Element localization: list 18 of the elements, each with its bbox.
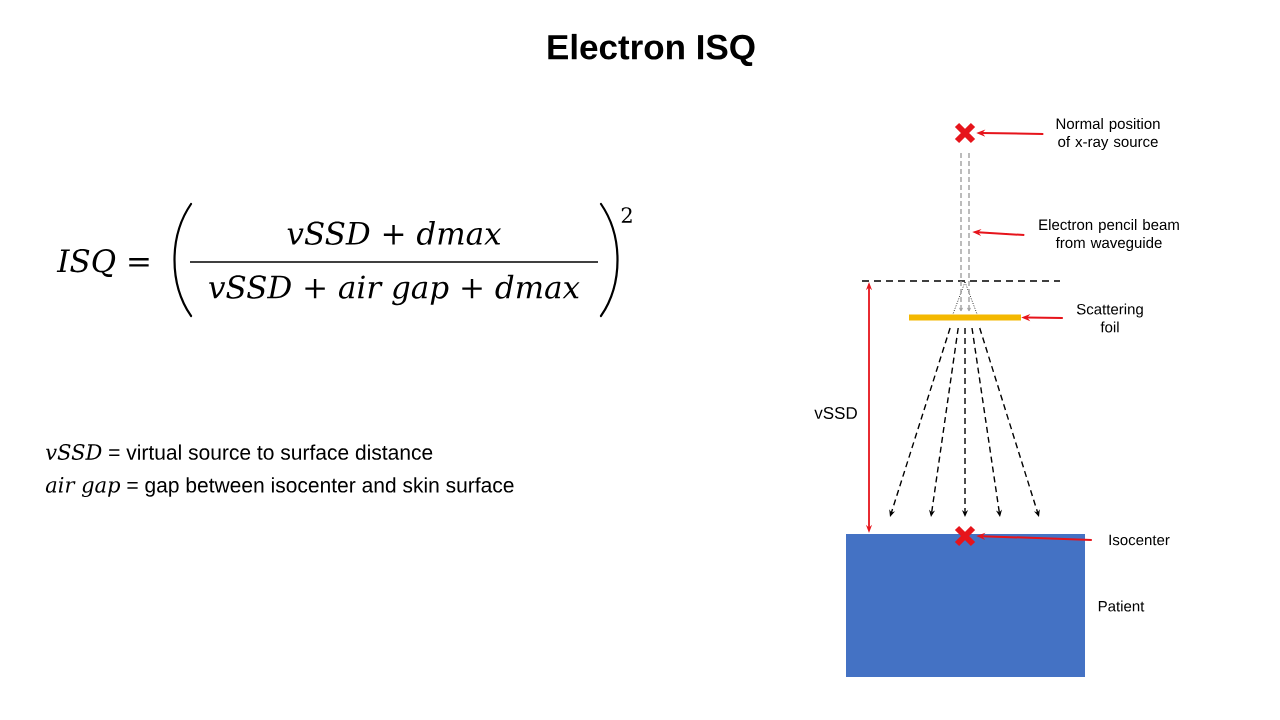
- title: Electron ISQ: [548, 33, 755, 67]
- definition-text: air gap = gap between isocenter and skin surface: [45, 476, 514, 498]
- definition-text: vSSD = virtual source to surface distance: [46, 444, 433, 460]
- callout-label: Electron pencil beam from waveguide: [1039, 219, 1179, 251]
- scattering-foil: [909, 314, 1021, 321]
- pencil-beam: [959, 152, 971, 312]
- source-marker: [954, 122, 976, 144]
- numerator: vSSD + dmax: [287, 221, 502, 245]
- callout-label: Scattering foil: [1076, 303, 1143, 333]
- dimension-label: vSSD: [814, 407, 857, 419]
- exponent: 2: [621, 207, 632, 223]
- callout-label: Isocenter: [1109, 534, 1170, 546]
- patient-block: [846, 534, 1085, 677]
- callout-label: Normal position of x-ray source: [1056, 118, 1160, 150]
- formula-text: ISQ =: [56, 249, 149, 277]
- side-label: Patient: [1098, 600, 1145, 612]
- isocenter-marker: [954, 525, 976, 547]
- denominator: vSSD + air gap + dmax: [209, 274, 580, 306]
